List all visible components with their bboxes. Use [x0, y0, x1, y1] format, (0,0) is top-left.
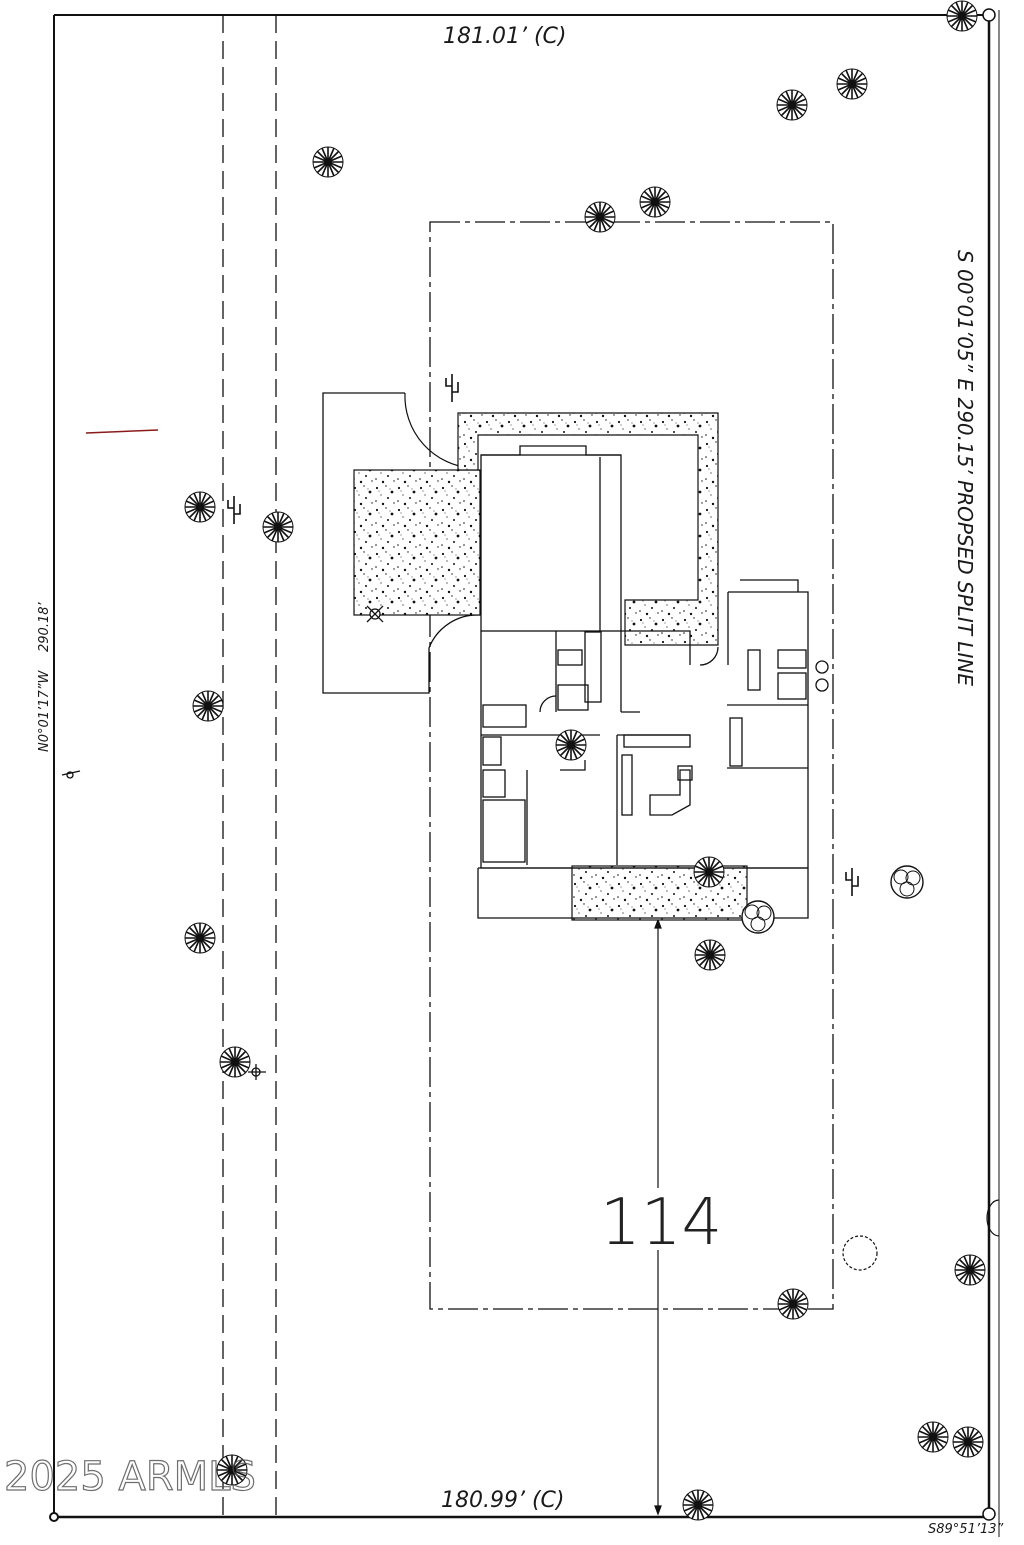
tree-icon — [777, 1288, 809, 1320]
tree-icon — [946, 0, 978, 32]
tree-icon — [682, 1489, 714, 1521]
easement-lines — [222, 15, 277, 1517]
setback-line — [429, 221, 834, 1310]
top-boundary-label: 181.01’ (C) — [443, 24, 567, 49]
gravel-areas — [457, 412, 748, 921]
bottom-right-bearing: S89°51’13” — [928, 1522, 1004, 1537]
shrub-icon — [842, 1235, 878, 1271]
tree-icon — [639, 186, 671, 218]
driveway — [322, 392, 481, 694]
cactus-icon — [445, 373, 459, 403]
tree-icon — [555, 729, 587, 761]
garage — [480, 454, 622, 632]
tree-icon — [694, 939, 726, 971]
cactus-icon — [845, 867, 859, 897]
cactus-icon — [227, 495, 241, 525]
left-boundary-bearing: N0°01’17”W — [37, 670, 52, 752]
lot-number: 114 — [600, 1186, 722, 1260]
tree-icon — [192, 690, 224, 722]
tree-icon — [954, 1254, 986, 1286]
watermark: 2025 ARMLS — [4, 1454, 256, 1500]
tree-icon — [952, 1426, 984, 1458]
tree-icon — [312, 146, 344, 178]
tree-icon — [262, 511, 294, 543]
shrub-icon — [986, 1199, 1000, 1237]
shrub-icon — [741, 900, 775, 934]
tree-icon — [836, 68, 868, 100]
bottom-boundary-label: 180.99’ (C) — [441, 1488, 565, 1513]
red-mark — [85, 429, 159, 434]
lot-boundary — [49, 8, 1000, 1537]
tree-icon — [184, 491, 216, 523]
split-line-label: S 00°01’05” E 290.15’ PROPSED SPLIT LINE — [953, 250, 977, 686]
house-floorplan — [477, 445, 829, 919]
shrub-icon — [890, 865, 924, 899]
setback-dimension-line — [654, 918, 662, 1516]
tree-icon — [584, 201, 616, 233]
tree-icon — [917, 1421, 949, 1453]
left-boundary-length: 290.18’ — [37, 602, 52, 652]
tree-icon — [219, 1046, 251, 1078]
shrubs — [741, 865, 1000, 1271]
gravel-pad — [353, 469, 481, 616]
tree-icon — [693, 856, 725, 888]
tree-icon — [184, 922, 216, 954]
light-icon — [61, 605, 384, 1080]
tree-icon — [776, 89, 808, 121]
